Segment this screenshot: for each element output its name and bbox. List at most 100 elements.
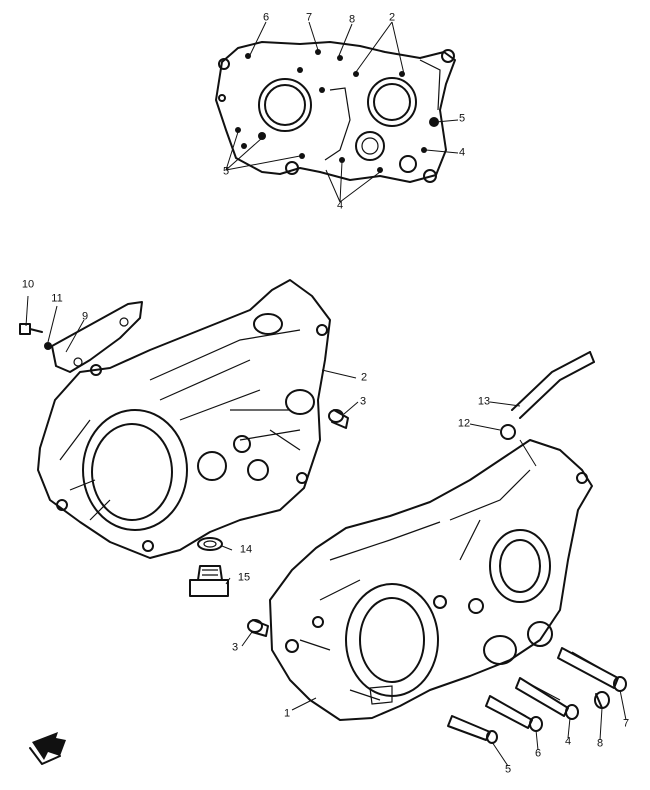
callout-1: 1 <box>283 707 291 720</box>
right-small-boss-2 <box>433 595 447 609</box>
bolt-5-shank <box>447 715 491 741</box>
callout-7: 7 <box>622 717 630 730</box>
left-case-outline <box>37 279 331 559</box>
bolt-4-shank <box>515 677 569 717</box>
left-case-fins <box>59 419 111 521</box>
center-web <box>324 87 351 161</box>
left-top-boss <box>253 313 283 335</box>
dowel-pin-upper <box>328 409 349 429</box>
bolt-4-head <box>565 704 579 720</box>
lower-leaders <box>25 295 627 767</box>
bolt-6-head <box>529 716 543 732</box>
left-small-boss <box>233 435 251 453</box>
drain-bolt-15-thread <box>197 565 223 581</box>
callout-4-top-right: 4 <box>458 146 466 159</box>
left-center-boss <box>197 451 227 481</box>
callout-14: 14 <box>239 543 253 556</box>
gasket-14-ring <box>197 537 223 551</box>
bolt-7 <box>557 647 627 692</box>
right-main-bore-inner <box>359 597 425 683</box>
callout-2: 2 <box>360 371 368 384</box>
bolt-6 <box>485 695 543 732</box>
grommet-12 <box>500 424 516 440</box>
cover-plate-hole-1 <box>119 317 129 327</box>
right-case-tab <box>369 685 393 705</box>
cover-plate <box>51 301 143 373</box>
breather-pipe-body <box>511 351 595 419</box>
right-mount-hole-3 <box>312 616 324 628</box>
callout-4: 4 <box>564 735 572 748</box>
right-bearing-bore <box>367 77 417 127</box>
left-mount-hole-4 <box>296 472 308 484</box>
drain-bolt-15-threads <box>202 569 218 576</box>
bolt-5 <box>447 715 498 744</box>
mount-hole-left <box>218 94 226 102</box>
top-view-leaders <box>225 21 459 203</box>
right-upper-bore <box>489 529 551 603</box>
callout-12: 12 <box>457 417 471 430</box>
callout-2-top: 2 <box>388 11 396 24</box>
callout-9: 9 <box>81 310 89 323</box>
cover-plate-body <box>51 301 143 373</box>
gasket-14-hole <box>203 540 217 548</box>
callout-5: 5 <box>504 763 512 776</box>
callout-7-top: 7 <box>305 11 313 24</box>
left-mount-hole-1 <box>90 364 102 376</box>
right-web <box>419 59 441 111</box>
left-main-bore-inner <box>91 423 173 521</box>
dowel-dots <box>235 49 439 173</box>
front-direction-arrow-icon <box>29 732 66 765</box>
callout-6: 6 <box>534 747 542 760</box>
dowel-8 <box>594 691 610 709</box>
callout-4-top-bottom: 4 <box>336 199 344 212</box>
mount-hole-bottom-left <box>285 161 299 175</box>
right-small-boss <box>468 598 484 614</box>
mount-hole-bottom-right <box>423 169 437 183</box>
gasket-14 <box>197 537 223 551</box>
right-mount-hole-1 <box>576 472 588 484</box>
left-lower-boss <box>247 459 269 481</box>
right-side-boss <box>527 621 553 647</box>
callout-8-top: 8 <box>348 13 356 26</box>
screw-10-shank <box>29 328 43 333</box>
dowel-8-edge <box>595 693 603 709</box>
left-main-bore <box>82 409 188 531</box>
callout-5-top-left: 5 <box>222 165 230 178</box>
drain-bolt-15 <box>189 565 229 597</box>
right-crankcase-half <box>269 439 593 721</box>
dowel-pin-lower-body <box>251 619 269 637</box>
callout-5-top-right: 5 <box>458 112 466 125</box>
left-bearing-bore-inner <box>264 84 306 126</box>
right-mount-hole-2 <box>285 639 299 653</box>
right-bearing-bore-inner <box>373 83 411 121</box>
shaft-bore <box>355 131 385 161</box>
crankcase-mating-face-view <box>215 21 459 203</box>
right-lower-boss <box>483 635 517 665</box>
breather-pipe-end <box>589 351 595 363</box>
mating-face-outline <box>215 41 456 183</box>
right-case-ribs <box>299 469 531 701</box>
callout-15: 15 <box>237 571 251 584</box>
mount-hole-top-right <box>441 49 455 63</box>
callout-11: 11 <box>51 292 63 305</box>
mount-hole-top-left <box>218 58 230 70</box>
bolt-5-head <box>486 730 498 744</box>
left-bearing-boss <box>285 389 315 415</box>
screw-10-head <box>19 323 31 335</box>
callout-3-upper: 3 <box>359 395 367 408</box>
left-mount-hole-3 <box>142 540 154 552</box>
bolt-7-shank <box>557 647 619 689</box>
dowel-pin-lower <box>247 619 269 637</box>
left-mount-hole-5 <box>316 324 328 336</box>
breather-pipe-13 <box>511 351 595 419</box>
bolt-4 <box>515 677 579 720</box>
drain-bolt-15-head <box>189 579 229 597</box>
callout-6-top: 6 <box>262 11 270 24</box>
shaft-bore-inner <box>361 137 379 155</box>
left-case-ribs <box>149 329 301 451</box>
left-mount-hole-2 <box>56 499 68 511</box>
dowel-pin-upper-body <box>331 409 349 429</box>
callout-10: 10 <box>21 278 35 291</box>
